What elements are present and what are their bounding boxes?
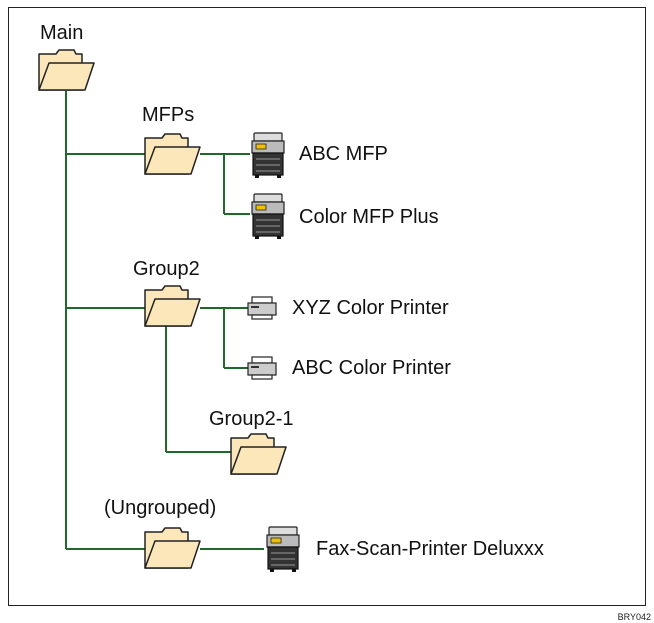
device-label-xyz-color-printer: XYZ Color Printer [292, 297, 449, 319]
printer-icon [247, 356, 277, 380]
ungrouped-group-label: (Ungrouped) [104, 497, 217, 519]
folder-icon [144, 285, 201, 327]
multifunction-printer-icon [266, 526, 300, 572]
folder-icon [144, 133, 201, 175]
multifunction-printer-icon [251, 193, 285, 239]
multifunction-printer-icon [251, 132, 285, 178]
device-label-abc-color-printer: ABC Color Printer [292, 357, 451, 379]
folder-icon [38, 49, 95, 91]
device-label-abc-mfp: ABC MFP [299, 143, 388, 165]
group2-group-label: Group2 [133, 258, 200, 280]
folder-icon [230, 433, 287, 475]
diagram-frame [8, 7, 646, 606]
folder-icon [144, 527, 201, 569]
group2-1-group-label: Group2-1 [209, 408, 294, 430]
figure-code: BRY042 [617, 612, 651, 622]
mfps-group-label: MFPs [142, 104, 195, 126]
printer-icon [247, 296, 277, 320]
device-label-fax-scan-printer-deluxxx: Fax-Scan-Printer Deluxxx [316, 538, 544, 560]
main-group-label: Main [40, 22, 84, 44]
device-label-color-mfp-plus: Color MFP Plus [299, 206, 439, 228]
